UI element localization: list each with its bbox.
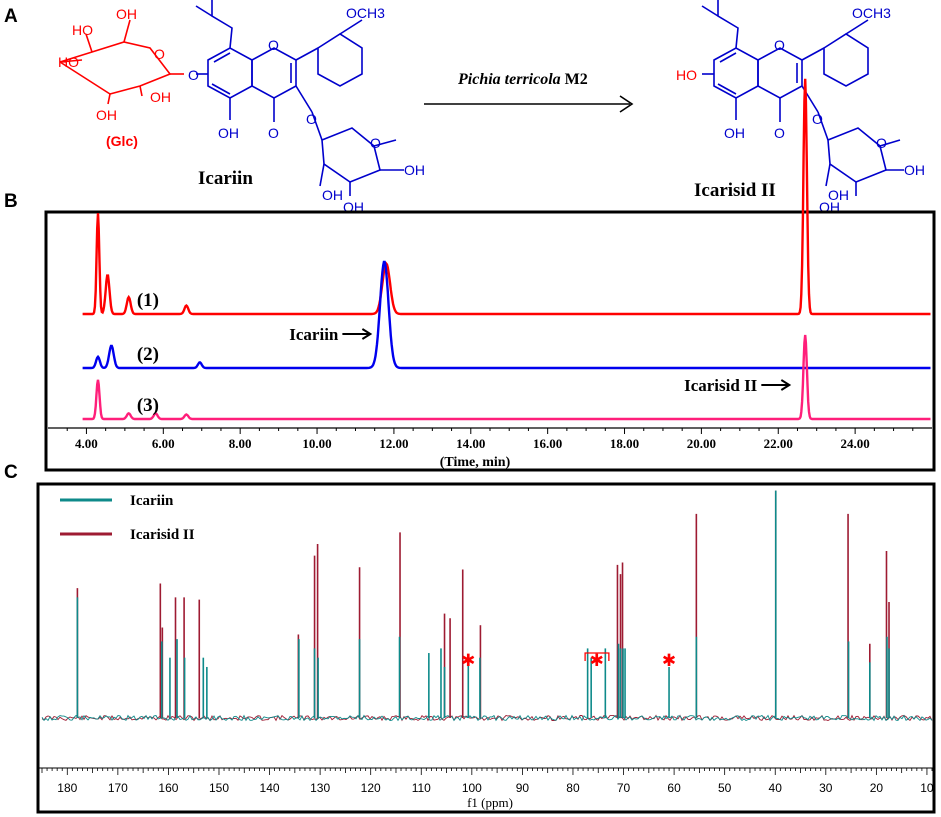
hplc-series-3 [82,334,931,421]
hplc-series-1 [82,78,931,316]
nmr-x-tick-label: 60 [667,781,681,795]
icarisid-rha-oh-3: OH [904,162,925,178]
nmr-x-tick-label: 70 [617,781,631,795]
panel-letter-b: B [4,191,18,212]
nmr-star-marker-2: ✱ [590,651,604,671]
nmr-x-tick-label: 40 [769,781,783,795]
legend-label-icarisid: Icarisid II [130,527,195,543]
icarisid-label: Icarisid II [694,180,776,201]
hplc-series-label-3: (3) [137,395,159,416]
nmr-bracket [584,652,610,661]
hplc-x-tick-label: 12.00 [379,436,408,451]
icariin-och3: OCH3 [346,5,385,21]
hplc-series-label-1: (1) [137,290,159,311]
nmr-chart: ✱ ✱ ✱ 180 170 160 150 140 130 120 110 100 90 80 70 60 50… [38,490,934,795]
nmr-x-tick-label: 30 [819,781,833,795]
icariin-core [195,0,404,196]
hplc-x-tick-label: 22.00 [764,436,793,451]
hplc-x-tick-label: 18.00 [610,436,639,451]
hplc-x-tick-label: 8.00 [229,436,252,451]
icarisid-ho-7: HO [676,67,697,83]
icariin-rha-o: O [370,135,381,151]
hplc-x-tick-label: 16.00 [533,436,562,451]
icariin-rha-oh-1: OH [322,187,343,203]
nmr-x-tick-label: 180 [57,781,77,795]
nmr-x-tick-label: 150 [209,781,229,795]
arrow-organism: Pichia terricola [457,71,561,88]
nmr-x-tick-label: 160 [158,781,178,795]
icariin-label: Icariin [198,168,253,189]
nmr-x-tick-label: 140 [260,781,280,795]
icariin-ring-o: O [268,37,279,53]
icarisid-core [701,0,904,196]
nmr-x-tick-label: 100 [462,781,482,795]
icarisid-rha-o: O [876,135,887,151]
glucose-structure [59,19,184,105]
nmr-x-tick-label: 170 [108,781,128,795]
icariin-o-link: O [188,67,199,83]
hplc-x-tick-label: 20.00 [687,436,716,451]
hplc-x-tick-label: 10.00 [302,436,331,451]
nmr-baseline-2 [41,714,933,722]
glc-ring-o: O [154,46,165,62]
hplc-x-tick-label: 6.00 [152,436,175,451]
hplc-frame [44,210,936,472]
glc-oh-top: OH [116,6,137,22]
hplc-series-2 [82,260,931,370]
icariin-oh-5: OH [218,125,239,141]
nmr-x-tick-label: 90 [516,781,530,795]
nmr-x-tick-label: 110 [412,781,431,795]
panel-letter-a: A [4,6,18,27]
hplc-x-tick-label: 14.00 [456,436,485,451]
arrow-strain: M2 [561,71,588,88]
glc-label: (Glc) [106,133,138,149]
nmr-x-label: f1 (ppm) [467,795,513,810]
legend-label-icariin: Icariin [130,493,174,509]
nmr-star-marker-1: ✱ [461,651,475,671]
nmr-x-tick-label: 20 [870,781,884,795]
nmr-x-tick-label: 120 [361,781,381,795]
nmr-star-marker-3: ✱ [662,651,676,671]
icariin-rha-oh-3: OH [404,162,425,178]
nmr-legend: Icariin Icarisid II [60,493,195,543]
reaction-scheme: OH HO HO OH O OH (Glc) [58,0,925,215]
nmr-x-tick-label: 80 [566,781,580,795]
hplc-series-label-2: (2) [137,344,159,365]
glc-ho-2: HO [58,54,79,70]
hplc-x-tick-label: 4.00 [75,436,98,451]
hplc-annotation-arrowhead-1 [361,328,373,340]
icarisid-oh-5: OH [724,125,745,141]
nmr-x-tick-label: 50 [718,781,732,795]
hplc-annotation-arrowhead-2 [780,379,792,391]
icarisid-och3: OCH3 [852,5,891,21]
hplc-x-tick-label: 24.00 [841,436,870,451]
nmr-x-tick-label: 10 [920,781,934,795]
glc-ho-1: HO [72,22,93,38]
icariin-carbonyl-o: O [268,125,279,141]
nmr-frame [36,482,936,814]
icarisid-rha-oh-1: OH [828,187,849,203]
panel-letter-c: C [4,462,18,483]
icarisid-carbonyl-o: O [774,125,785,141]
arrow-label: Pichia terricola M2 [457,71,588,88]
glc-oh-3: OH [96,107,117,123]
nmr-x-tick-label: 130 [310,781,330,795]
hplc-annotation-2: Icarisid II [684,376,758,395]
glc-oh-4: OH [150,89,171,105]
hplc-annotation-1: Icariin [289,325,339,344]
icarisid-ring-o: O [774,37,785,53]
hplc-x-label: (Time, min) [440,455,511,470]
icarisid-o-3: O [812,111,823,127]
icariin-o-3: O [306,111,317,127]
reaction-arrowhead [619,95,634,113]
